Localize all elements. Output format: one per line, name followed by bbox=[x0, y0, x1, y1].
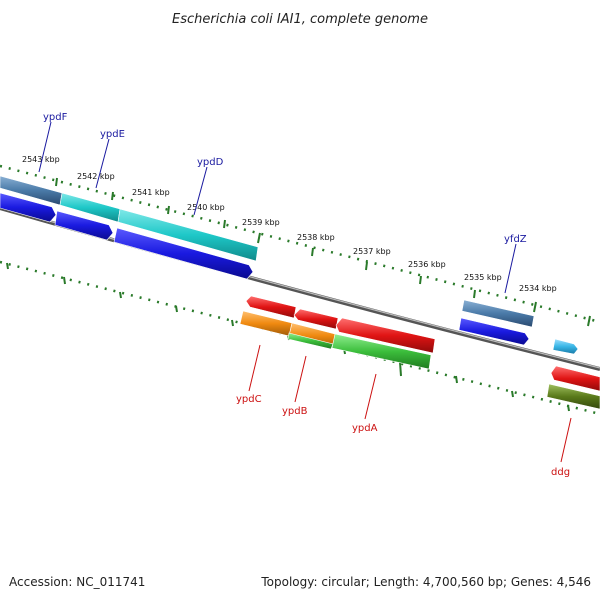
gene-label-ypda: ypdA bbox=[352, 423, 378, 434]
gene-arrow[interactable] bbox=[335, 317, 436, 354]
gene-label-yfdz: yfdZ bbox=[504, 234, 527, 245]
gene-label-ypdb: ypdB bbox=[282, 406, 308, 417]
gene-label-ypdf: ypdF bbox=[43, 112, 68, 123]
scale-label: 2540 kbp bbox=[187, 203, 225, 212]
lower-scale-line bbox=[0, 260, 600, 416]
gene-arrow[interactable] bbox=[113, 227, 254, 280]
gene-arrow[interactable] bbox=[331, 333, 432, 370]
gene-arrow[interactable] bbox=[552, 338, 579, 355]
gene-arrow[interactable] bbox=[287, 332, 334, 350]
scale-label: 2541 kbp bbox=[132, 188, 170, 197]
scale-label: 2539 kbp bbox=[242, 218, 280, 227]
gene-arrow[interactable] bbox=[245, 295, 297, 319]
reverse-strand-genes bbox=[239, 295, 600, 410]
gene-arrow[interactable] bbox=[54, 210, 114, 241]
gene-arrow[interactable] bbox=[546, 383, 600, 410]
scale-labels: 2543 kbp 2542 kbp 2541 kbp 2540 kbp 2539… bbox=[22, 155, 557, 293]
scale-label: 2537 kbp bbox=[353, 247, 391, 256]
scale-label: 2534 kbp bbox=[519, 284, 557, 293]
gene-label-ypde: ypdE bbox=[100, 129, 125, 140]
upper-scale-line bbox=[0, 164, 600, 327]
scale-label: 2536 kbp bbox=[408, 260, 446, 269]
forward-strand-genes bbox=[0, 175, 579, 355]
scale-label: 2543 kbp bbox=[22, 155, 60, 164]
gene-label-leaders bbox=[38, 121, 572, 463]
gene-arrow[interactable] bbox=[458, 317, 530, 346]
scale-label: 2535 kbp bbox=[464, 273, 502, 282]
map-title: Escherichia coli IAI1, complete genome bbox=[172, 12, 428, 27]
gene-arrow[interactable] bbox=[293, 308, 339, 330]
gene-label-ddg: ddg bbox=[551, 467, 570, 478]
gene-arrow[interactable] bbox=[461, 299, 535, 328]
scale-label: 2538 kbp bbox=[297, 233, 335, 242]
gene-label-ypdc: ypdC bbox=[236, 394, 262, 405]
gene-arrow[interactable] bbox=[0, 192, 57, 223]
gene-labels: ypdF ypdE ypdD yfdZ ypdC ypdB ypdA ddg bbox=[43, 112, 570, 478]
scale-label: 2542 kbp bbox=[77, 172, 115, 181]
genome-summary-text: Topology: circular; Length: 4,700,560 bp… bbox=[260, 575, 591, 589]
accession-text: Accession: NC_011741 bbox=[9, 575, 145, 589]
gene-arrow[interactable] bbox=[550, 365, 600, 392]
gene-arrow[interactable] bbox=[117, 208, 259, 262]
gene-label-ypdd: ypdD bbox=[197, 157, 224, 168]
